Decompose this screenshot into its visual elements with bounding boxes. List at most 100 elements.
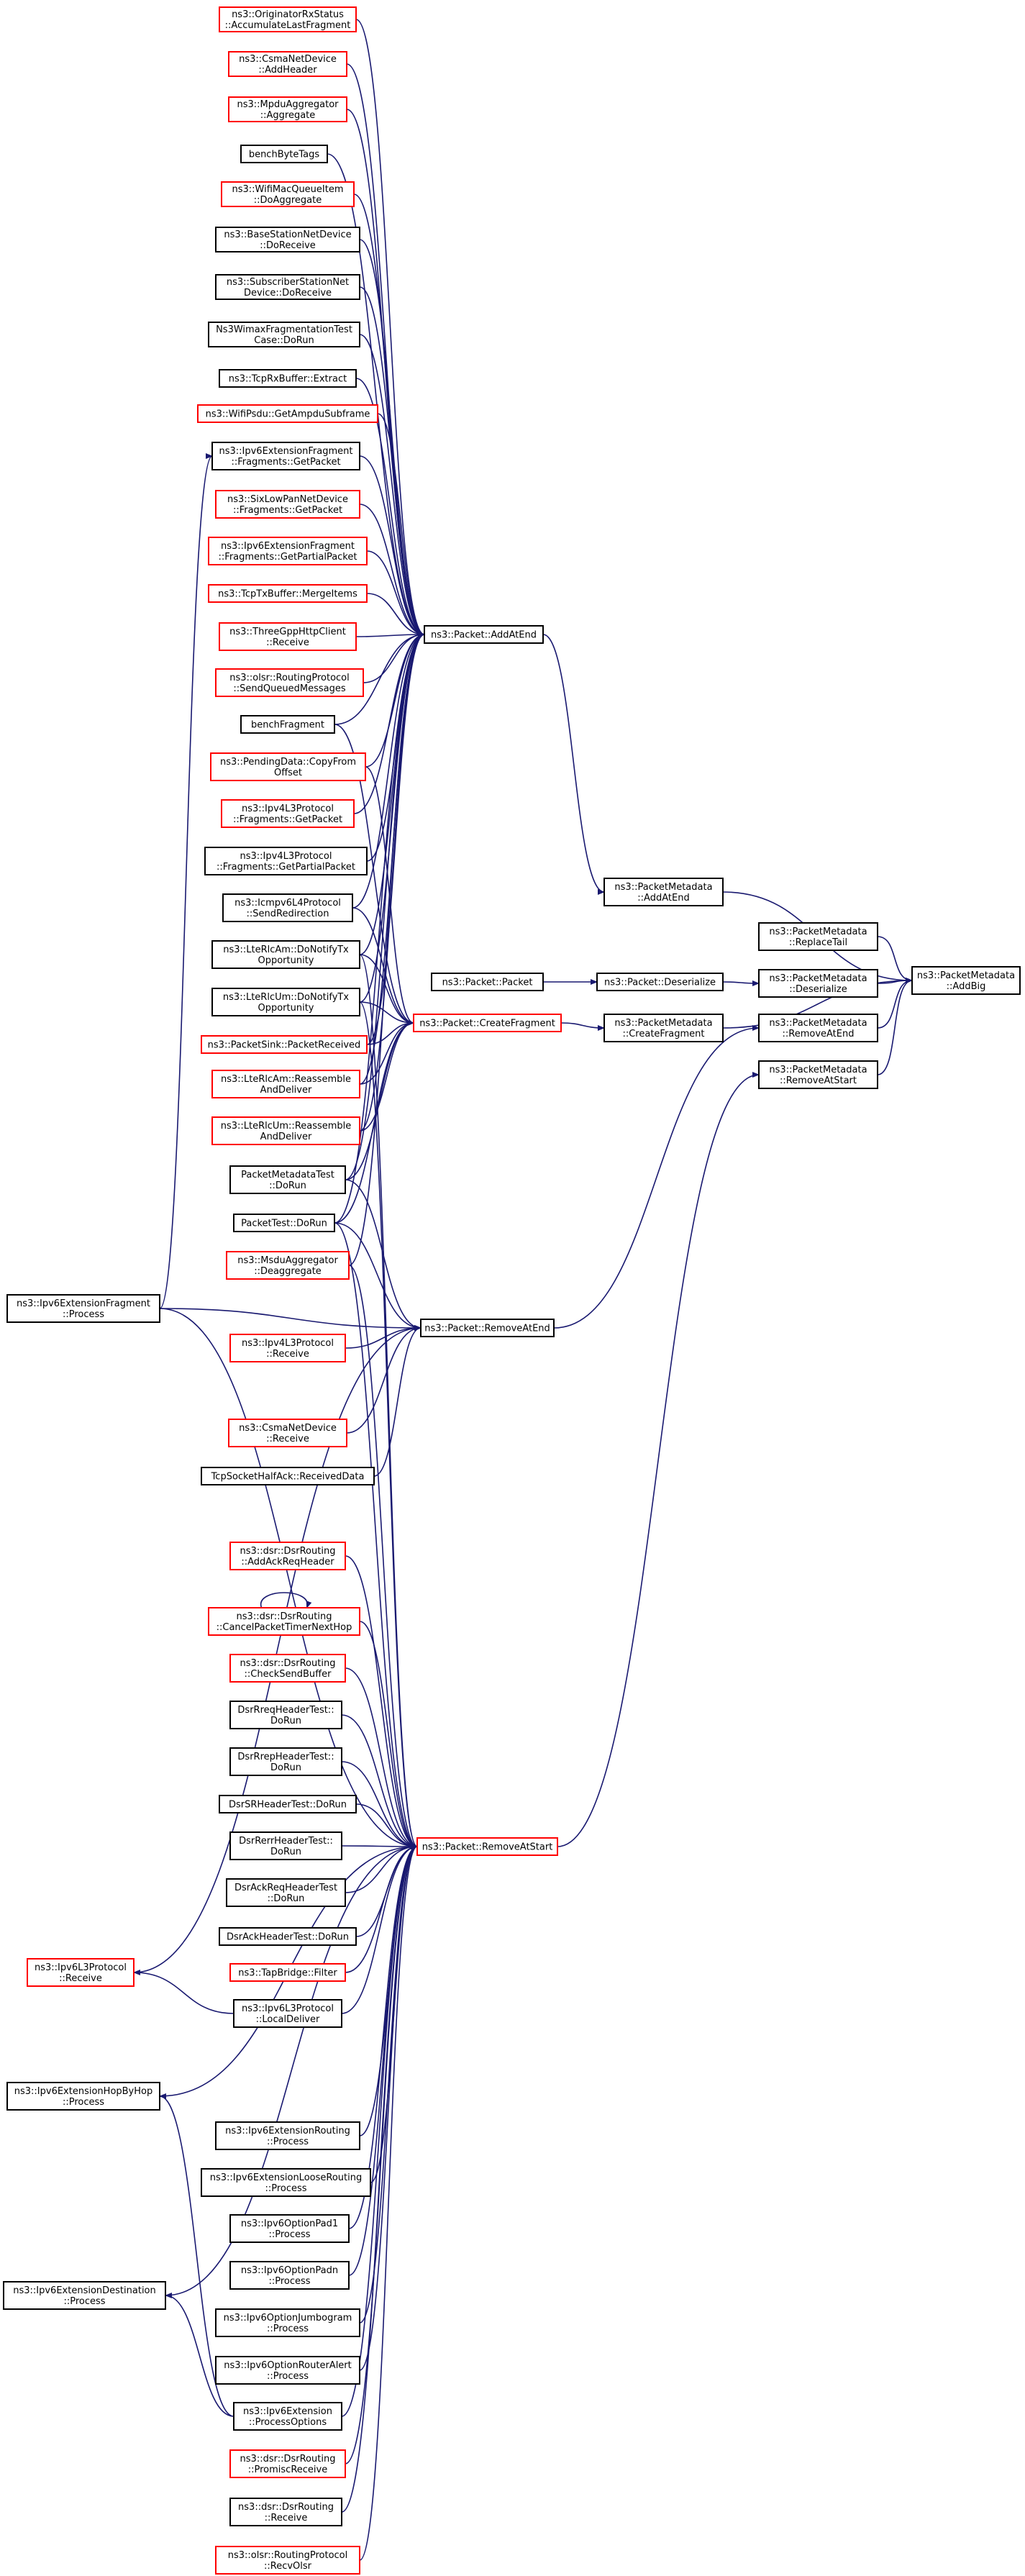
graph-node[interactable]: ns3::PacketMetadata::AddBig (911, 966, 1021, 995)
node-box[interactable] (208, 322, 360, 347)
node-box[interactable] (229, 2449, 346, 2478)
node-box[interactable] (911, 966, 1021, 995)
graph-node[interactable]: ns3::CsmaNetDevice::Receive (228, 1419, 347, 1447)
graph-node[interactable]: ns3::WifiMacQueueItem::DoAggregate (221, 181, 355, 207)
node-box[interactable] (596, 973, 724, 991)
graph-node[interactable]: ns3::TcpRxBuffer::Extract (219, 369, 357, 388)
node-box[interactable] (229, 1334, 346, 1362)
graph-node[interactable]: ns3::Ipv6ExtensionFragment::Fragments::G… (211, 442, 360, 470)
graph-node[interactable]: ns3::PacketMetadata::RemoveAtStart (758, 1060, 878, 1089)
graph-node[interactable]: ns3::MpduAggregator::Aggregate (228, 96, 347, 122)
graph-node[interactable]: ns3::Icmpv6L4Protocol::SendRedirection (222, 893, 353, 922)
graph-node[interactable]: ns3::Ipv6ExtensionFragment::Fragments::G… (208, 537, 368, 565)
node-box[interactable] (221, 181, 355, 207)
node-box[interactable] (215, 2121, 360, 2150)
graph-node[interactable]: ns3::Packet::AddAtEnd (424, 625, 544, 644)
node-box[interactable] (211, 442, 360, 470)
node-box[interactable] (603, 878, 724, 906)
node-box[interactable] (221, 799, 355, 828)
node-box[interactable] (219, 6, 357, 32)
node-box[interactable] (201, 2168, 371, 2197)
node-box[interactable] (215, 2308, 360, 2337)
node-box[interactable] (603, 1014, 724, 1042)
graph-node[interactable]: ns3::TapBridge::Filter (229, 1963, 346, 1982)
node-box[interactable] (228, 1419, 347, 1447)
graph-node[interactable]: DsrRrepHeaderTest::DoRun (229, 1747, 342, 1776)
graph-node[interactable]: benchByteTags (240, 145, 328, 163)
graph-node[interactable]: DsrAckHeaderTest::DoRun (219, 1927, 357, 1946)
graph-node[interactable]: ns3::Packet::Packet (431, 973, 544, 991)
graph-node[interactable]: ns3::Ipv4L3Protocol::Fragments::GetParti… (204, 847, 368, 875)
node-box[interactable] (222, 893, 353, 922)
node-box[interactable] (229, 1654, 346, 1683)
node-box[interactable] (229, 2498, 342, 2526)
graph-node[interactable]: ns3::SixLowPanNetDevice::Fragments::GetP… (215, 490, 360, 519)
node-box[interactable] (27, 1958, 135, 1987)
graph-node[interactable]: ns3::PacketMetadata::CreateFragment (603, 1014, 724, 1042)
graph-node[interactable]: DsrSRHeaderTest::DoRun (219, 1795, 357, 1813)
node-box[interactable] (233, 2402, 342, 2431)
node-box[interactable] (424, 625, 544, 644)
node-box[interactable] (3, 2281, 166, 2310)
node-box[interactable] (211, 988, 360, 1016)
node-box[interactable] (758, 1014, 878, 1042)
node-box[interactable] (6, 2082, 160, 2111)
graph-node[interactable]: ns3::olsr::RoutingProtocol::SendQueuedMe… (215, 668, 364, 697)
graph-node[interactable]: ns3::dsr::DsrRouting::CancelPacketTimerN… (208, 1607, 360, 1636)
graph-node[interactable]: ns3::OriginatorRxStatus::AccumulateLastF… (219, 6, 357, 32)
node-box[interactable] (229, 1701, 342, 1729)
graph-node[interactable]: ns3::Ipv6L3Protocol::LocalDeliver (233, 1999, 342, 2028)
node-box[interactable] (229, 1963, 346, 1982)
node-box[interactable] (229, 1542, 346, 1570)
node-box[interactable] (211, 940, 360, 969)
graph-node[interactable]: ns3::Ipv6L3Protocol::Receive (27, 1958, 135, 1987)
node-box[interactable] (420, 1319, 555, 1337)
graph-node[interactable]: ns3::BaseStationNetDevice::DoReceive (215, 227, 360, 252)
graph-node[interactable]: ns3::Ipv6ExtensionFragment::Process (6, 1294, 160, 1323)
graph-node[interactable]: ns3::CsmaNetDevice::AddHeader (228, 51, 347, 77)
node-box[interactable] (229, 1747, 342, 1776)
graph-node[interactable]: ns3::SubscriberStationNetDevice::DoRecei… (215, 274, 360, 300)
graph-node[interactable]: ns3::dsr::DsrRouting::AddAckReqHeader (229, 1542, 346, 1570)
graph-node[interactable]: ns3::Ipv6ExtensionLooseRouting::Process (201, 2168, 371, 2197)
node-box[interactable] (758, 922, 878, 951)
graph-node[interactable]: ns3::dsr::DsrRouting::CheckSendBuffer (229, 1654, 346, 1683)
node-box[interactable] (210, 752, 366, 781)
node-box[interactable] (240, 145, 328, 163)
graph-node[interactable]: ns3::Ipv6ExtensionRouting::Process (215, 2121, 360, 2150)
node-box[interactable] (219, 369, 357, 388)
graph-node[interactable]: DsrAckReqHeaderTest::DoRun (226, 1878, 346, 1907)
node-box[interactable] (431, 973, 544, 991)
graph-node[interactable]: ns3::Ipv4L3Protocol::Receive (229, 1334, 346, 1362)
graph-node[interactable]: ns3::PacketMetadata::RemoveAtEnd (758, 1014, 878, 1042)
node-box[interactable] (233, 1214, 335, 1232)
node-box[interactable] (226, 1878, 346, 1907)
node-box[interactable] (233, 1999, 342, 2028)
node-box[interactable] (211, 1116, 360, 1145)
graph-node[interactable]: ns3::PacketMetadata::AddAtEnd (603, 878, 724, 906)
node-box[interactable] (215, 227, 360, 252)
graph-node[interactable]: DsrRerrHeaderTest::DoRun (229, 1831, 342, 1860)
graph-node[interactable]: ns3::Packet::RemoveAtStart (416, 1837, 558, 1856)
graph-node[interactable]: ns3::olsr::RoutingProtocol::RecvOlsr (215, 2546, 360, 2575)
node-box[interactable] (215, 2546, 360, 2575)
graph-node[interactable]: ns3::dsr::DsrRouting::PromiscReceive (229, 2449, 346, 2478)
node-box[interactable] (208, 1607, 360, 1636)
node-box[interactable] (758, 969, 878, 998)
graph-node[interactable]: PacketMetadataTest::DoRun (229, 1165, 346, 1194)
node-box[interactable] (201, 1035, 368, 1054)
graph-node[interactable]: ns3::PacketSink::PacketReceived (201, 1035, 368, 1054)
graph-node[interactable]: ns3::Ipv6OptionPad1::Process (229, 2214, 350, 2243)
node-box[interactable] (215, 490, 360, 519)
node-box[interactable] (208, 584, 368, 603)
graph-node[interactable]: ns3::Ipv6ExtensionHopByHop::Process (6, 2082, 160, 2111)
graph-node[interactable]: TcpSocketHalfAck::ReceivedData (201, 1467, 375, 1485)
graph-node[interactable]: PacketTest::DoRun (233, 1214, 335, 1232)
node-box[interactable] (226, 1251, 350, 1280)
node-box[interactable] (215, 274, 360, 300)
graph-node[interactable]: ns3::dsr::DsrRouting::Receive (229, 2498, 342, 2526)
